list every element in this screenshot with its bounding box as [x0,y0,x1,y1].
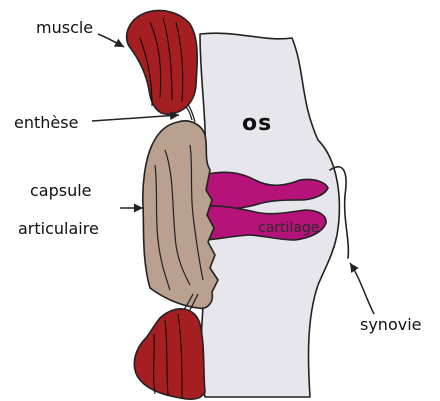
muscle-top [127,11,198,115]
label-capsule-line1: capsule [30,181,92,200]
label-capsule-line2: articulaire [18,219,99,238]
articular-capsule [143,121,218,308]
arrow-muscle [98,34,124,47]
arrow-synovie [350,263,374,314]
label-os: os [242,111,272,136]
arrow-enthese [92,115,179,121]
muscle-bottom [134,309,205,399]
label-enthese: enthèse [14,113,78,132]
label-muscle: muscle [36,18,93,37]
label-cartilage: cartilage [258,220,319,236]
label-synovie: synovie [360,315,422,334]
